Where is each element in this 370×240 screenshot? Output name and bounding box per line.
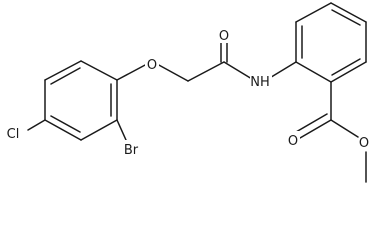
atom-label-o-ester-carbonyl: O bbox=[288, 134, 298, 149]
bond bbox=[80, 119, 118, 141]
atom-br: Br bbox=[120, 140, 142, 158]
atom-o-amide: O bbox=[217, 26, 231, 44]
bond-ring-to-br bbox=[116, 119, 127, 141]
atom-label-br: Br bbox=[124, 143, 139, 158]
bond-nh-to-ring bbox=[267, 61, 297, 80]
bond-ester-c-o bbox=[330, 119, 359, 138]
bond bbox=[330, 61, 367, 83]
atom-nh: NH bbox=[250, 72, 272, 90]
bond-ether-o-to-ch2 bbox=[156, 63, 189, 82]
bond bbox=[80, 60, 118, 81]
atom-label-o-ether: O bbox=[147, 58, 157, 73]
chlorobromophenyl-ring bbox=[44, 60, 118, 141]
chemical-structure-diagram: O O NH Cl Br O O bbox=[2, 2, 370, 183]
bond-ester-c-o-double bbox=[299, 119, 332, 139]
double-bond-inner bbox=[50, 115, 81, 133]
bond-carbonyl-to-nh bbox=[223, 61, 253, 80]
atom-cl: Cl bbox=[2, 124, 24, 142]
atom-o-ester: O bbox=[359, 133, 370, 151]
benzoate-ring bbox=[295, 2, 367, 83]
atom-label-o-ester: O bbox=[359, 136, 369, 151]
bond bbox=[295, 61, 332, 83]
bond-ring-to-ether-o bbox=[116, 63, 148, 81]
atom-o-ether: O bbox=[145, 55, 159, 73]
atom-o-ester-carbonyl: O bbox=[286, 131, 300, 149]
bond bbox=[44, 119, 82, 141]
bond-ring-to-cl bbox=[27, 119, 46, 131]
bond bbox=[44, 60, 82, 81]
bond bbox=[330, 2, 367, 23]
atom-label-nh: NH bbox=[250, 75, 270, 90]
double-bond-inner bbox=[50, 67, 81, 85]
double-bond-inner bbox=[331, 9, 361, 26]
bond-ch2-to-carbonyl bbox=[187, 61, 225, 82]
bond bbox=[295, 2, 332, 23]
atom-label-cl: Cl bbox=[7, 127, 20, 142]
atom-label-o-amide: O bbox=[219, 29, 229, 44]
bond-ester-c-o-double-second bbox=[295, 113, 328, 133]
double-bond-inner bbox=[331, 58, 361, 76]
